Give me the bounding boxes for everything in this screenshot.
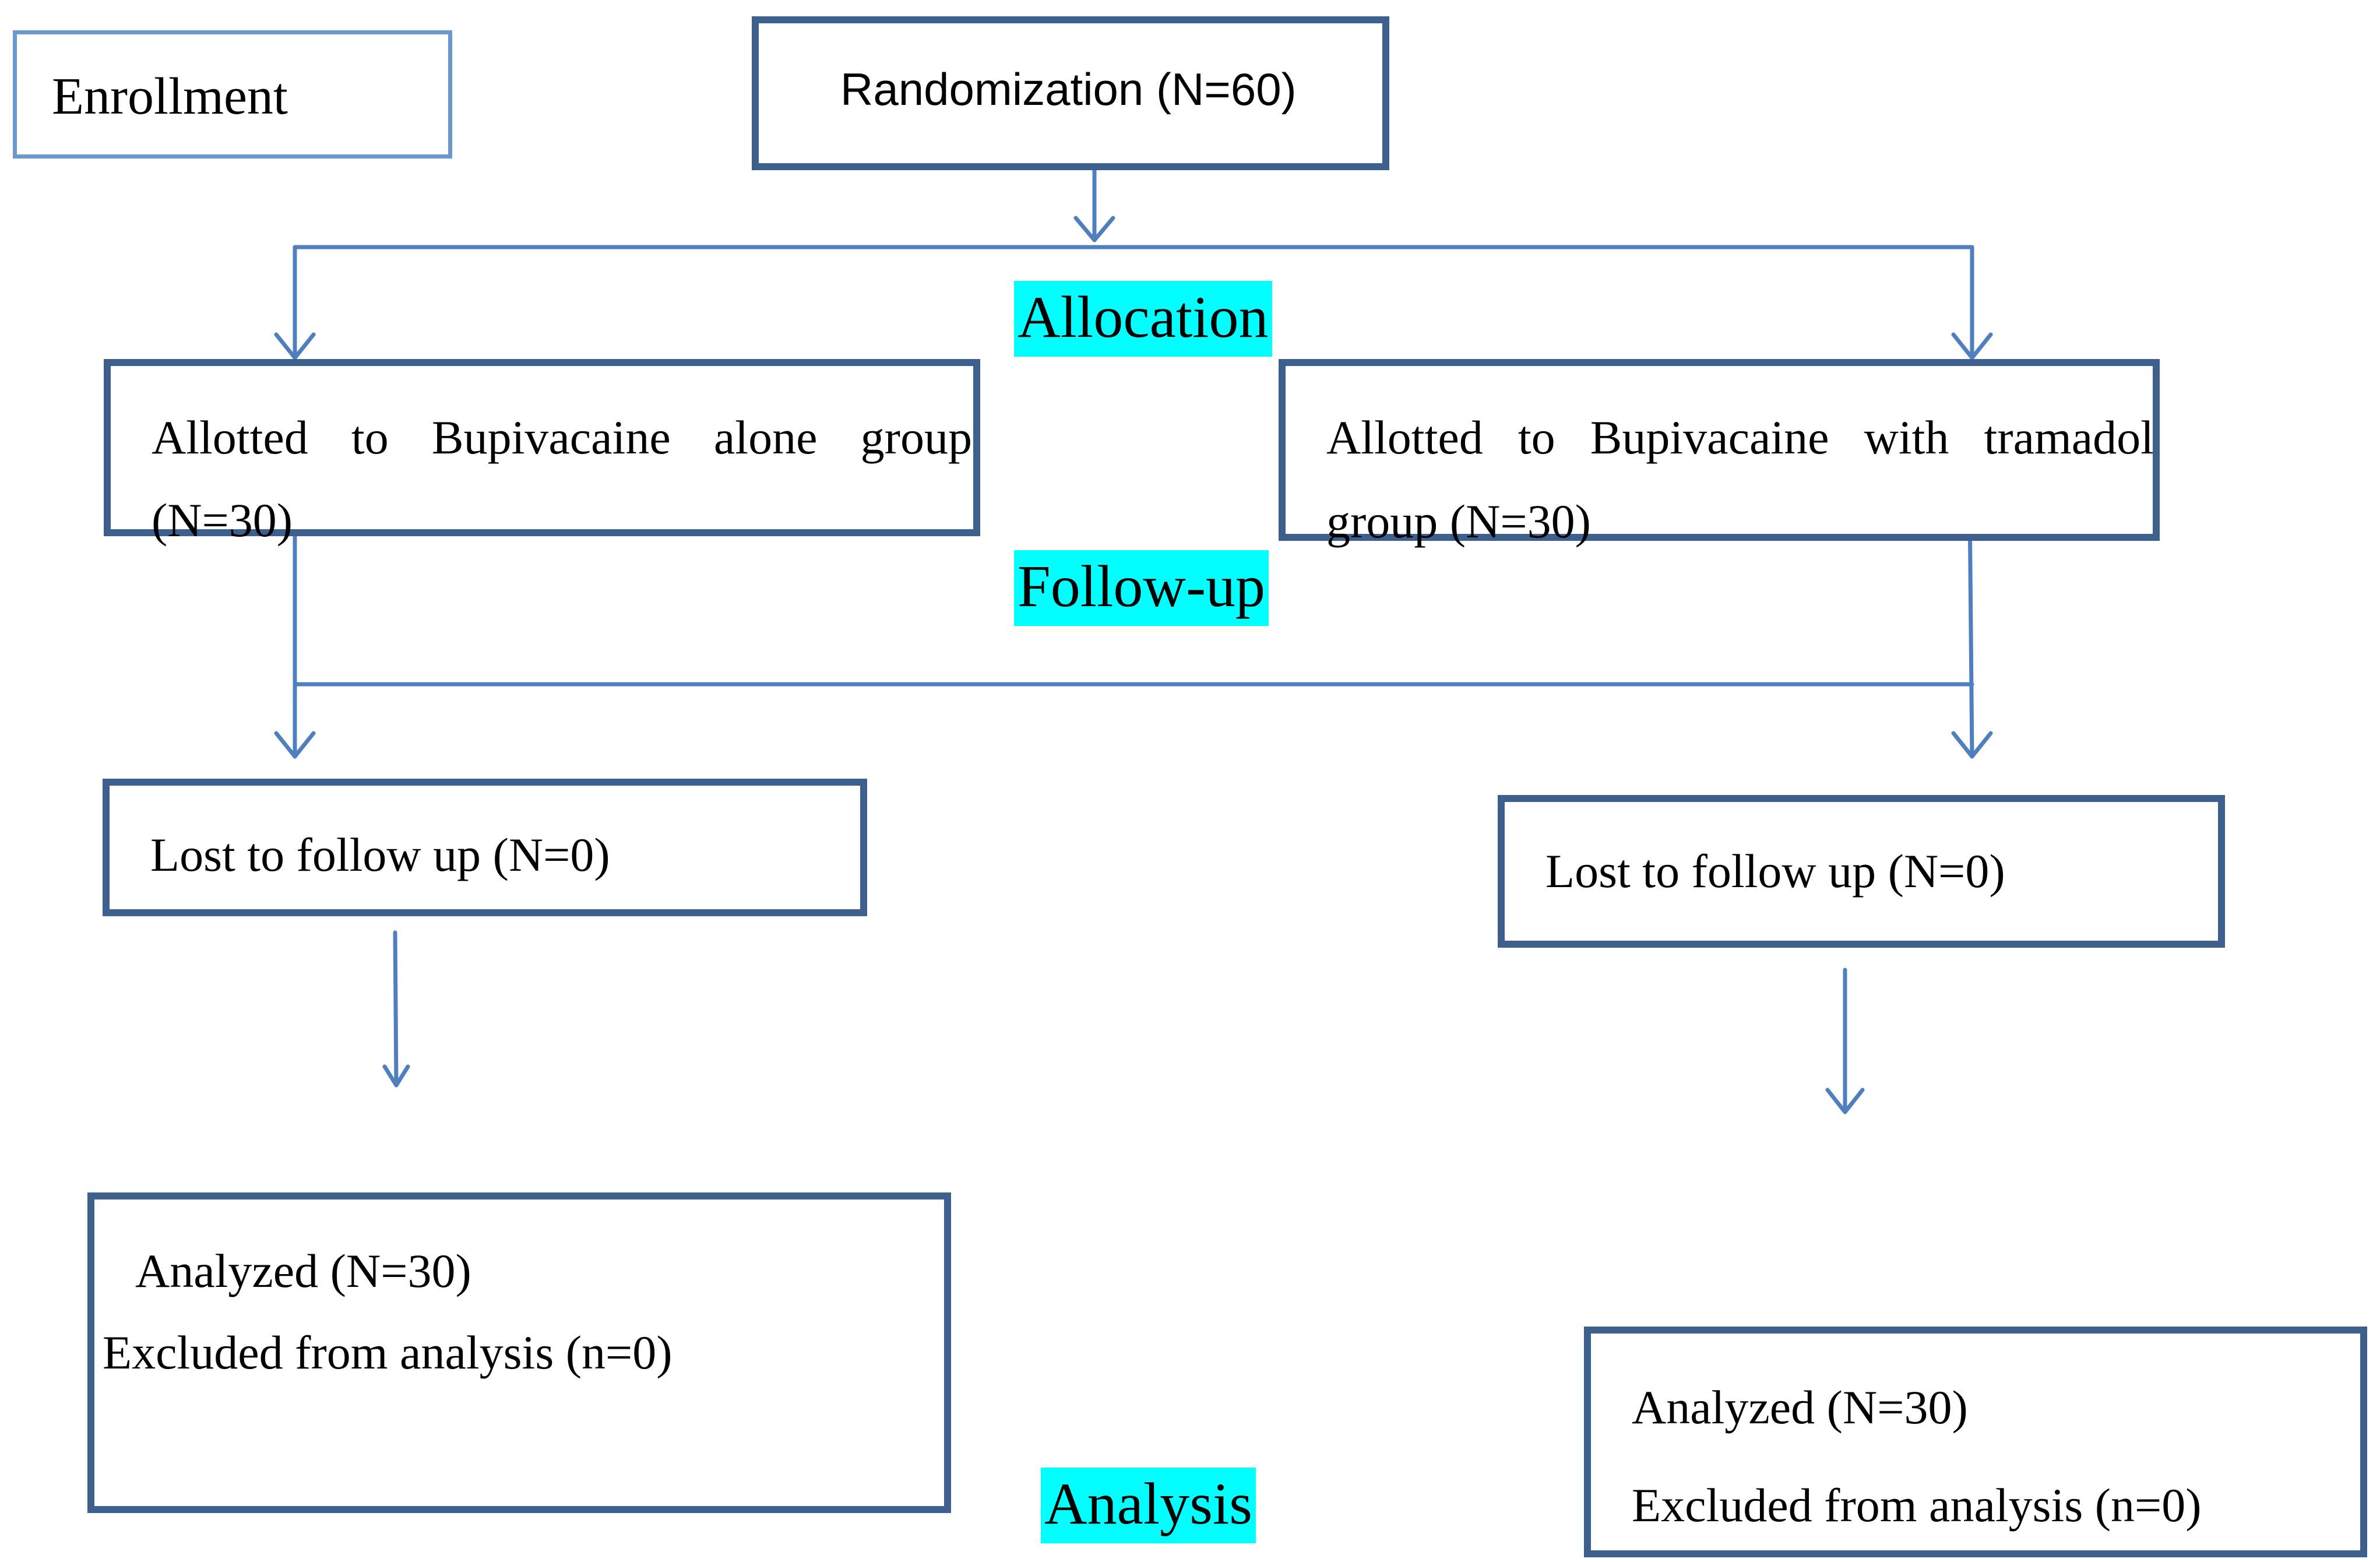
- right-allotted-line1: Allotted to Bupivacaine with tramadol: [1326, 414, 2154, 462]
- left-lost-label: Lost to follow up (N=0): [150, 828, 610, 881]
- left-allotted-line1: Allotted to Bupivacaine alone group: [152, 414, 972, 462]
- right-lost-label: Lost to follow up (N=0): [1545, 845, 2005, 898]
- left-allotted-word: Bupivacaine: [431, 411, 671, 464]
- right-followup-arrowhead: [1951, 731, 1993, 759]
- left-allotted-word: group: [860, 411, 972, 464]
- right-analyzed-label: Analyzed (N=30): [1632, 1381, 1968, 1434]
- left-allotted-box: Allotted to Bupivacaine alone group (N=3…: [104, 359, 980, 544]
- left-allotted-line2: (N=30): [152, 494, 293, 547]
- left-allocation-arrowhead: [274, 332, 316, 360]
- randomization-box: Randomization (N=60): [752, 16, 1389, 170]
- randomization-arrowhead: [1073, 216, 1115, 242]
- left-lost-box: Lost to follow up (N=0): [103, 779, 867, 916]
- left-analyzed-label: Analyzed (N=30): [135, 1244, 471, 1297]
- allocation-phase-label: Allocation: [1014, 281, 1272, 357]
- left-lost-down-line: [393, 930, 399, 1088]
- right-allotted-box: Allotted to Bupivacaine with tramadol gr…: [1279, 359, 2160, 546]
- randomization-label: Randomization (N=60): [840, 64, 1297, 115]
- right-allotted-word: Bupivacaine: [1590, 411, 1829, 464]
- right-allotted-word: to: [1518, 411, 1555, 464]
- left-analyzed-box: Analyzed (N=30) Excluded from analysis (…: [87, 1192, 951, 1513]
- right-allotted-word: Allotted: [1326, 411, 1483, 464]
- left-allotted-word: alone: [713, 411, 818, 464]
- right-allotted-line2: group (N=30): [1326, 495, 1591, 548]
- enrollment-box: Enrollment: [13, 30, 452, 159]
- right-excluded-label: Excluded from analysis (n=0): [1632, 1479, 2202, 1532]
- right-allotted-word: with: [1864, 411, 1949, 464]
- left-allotted-word: to: [351, 411, 389, 464]
- analysis-phase-label: Analysis: [1041, 1468, 1256, 1543]
- right-allotted-word: tramadol: [1984, 411, 2154, 464]
- right-allocation-arrowhead: [1951, 332, 1993, 360]
- left-allotted-word: Allotted: [152, 411, 308, 464]
- right-lost-arrowhead: [1825, 1088, 1865, 1114]
- left-lost-arrowhead: [382, 1064, 410, 1088]
- followup-phase-label: Follow-up: [1014, 550, 1269, 626]
- right-analyzed-box: Analyzed (N=30) Excluded from analysis (…: [1584, 1327, 2367, 1557]
- enrollment-label: Enrollment: [52, 68, 288, 125]
- left-followup-arrowhead: [274, 731, 316, 759]
- right-lost-box: Lost to follow up (N=0): [1498, 795, 2225, 948]
- right-followup-line: [1967, 504, 1974, 759]
- left-excluded-label: Excluded from analysis (n=0): [103, 1326, 673, 1379]
